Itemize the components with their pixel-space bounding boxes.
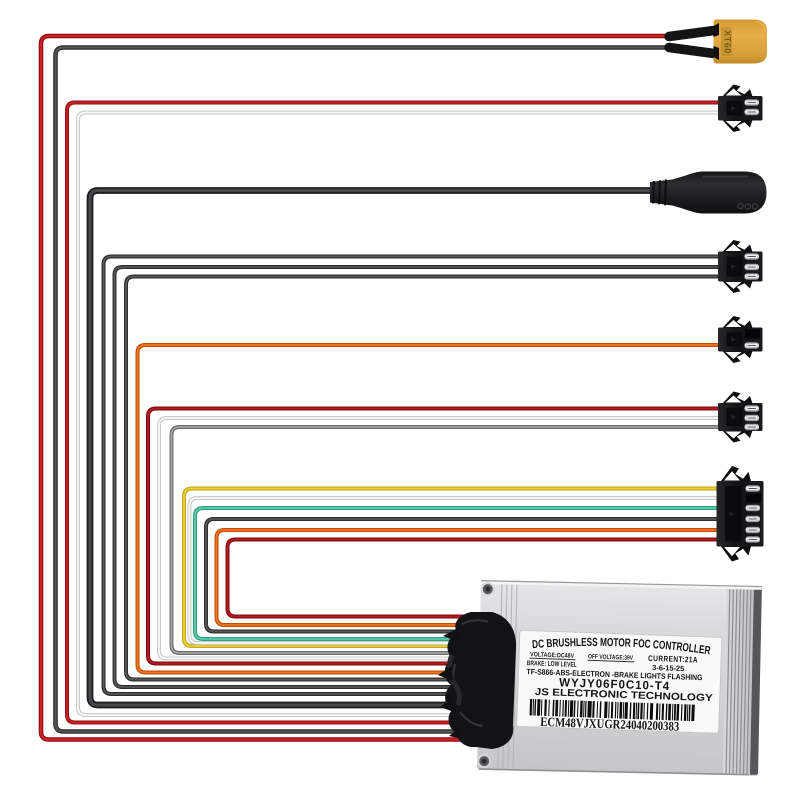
svg-text:BRAKE: LOW LEVEL: BRAKE: LOW LEVEL — [527, 660, 577, 669]
svg-text:ECM48VJXUGR24040200383: ECM48VJXUGR24040200383 — [540, 714, 680, 734]
svg-text:CURRENT:21A: CURRENT:21A — [648, 654, 698, 665]
svg-text:VOLTAGE:DC48V: VOLTAGE:DC48V — [530, 651, 575, 660]
svg-text:XT60: XT60 — [723, 30, 733, 54]
svg-text:OFF VOLTAGE:39V: OFF VOLTAGE:39V — [588, 653, 634, 662]
svg-text:3-6-15-25: 3-6-15-25 — [652, 663, 684, 673]
svg-text:WYJY06F0C10-T4: WYJY06F0C10-T4 — [559, 675, 670, 693]
